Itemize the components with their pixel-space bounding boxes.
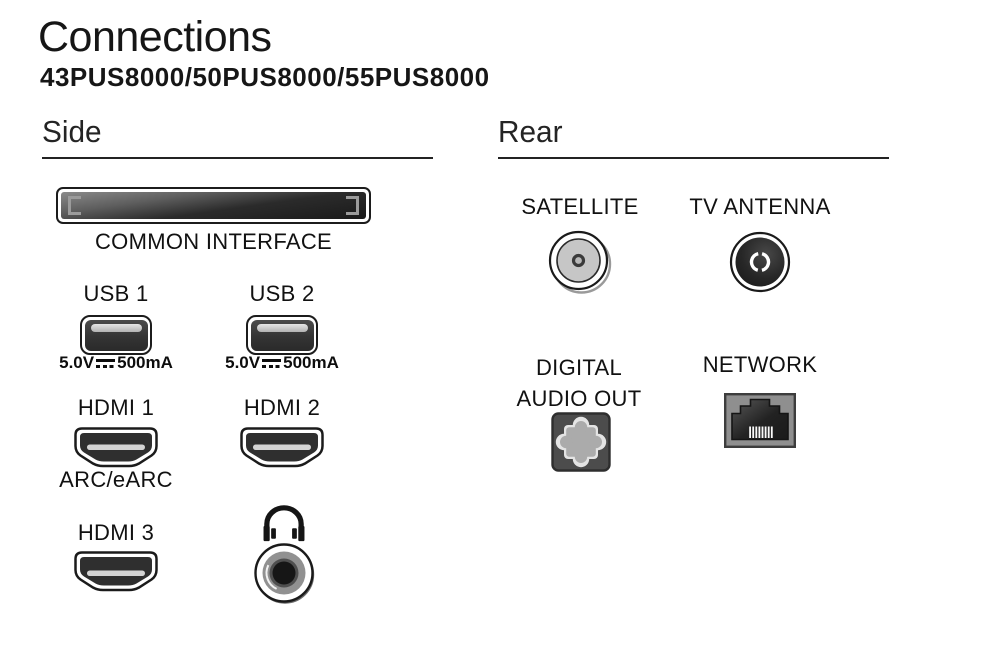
- hdmi3-label: HDMI 3: [77, 520, 155, 545]
- usb1-port-slot: [90, 323, 142, 332]
- hdmi3-port-icon: [74, 551, 158, 592]
- tv-antenna-connector-icon: [729, 231, 791, 293]
- hdmi2-label: HDMI 2: [243, 395, 321, 420]
- model-numbers: 43PUS8000/50PUS8000/55PUS8000: [40, 62, 490, 92]
- tv-antenna-label: TV ANTENNA: [689, 194, 831, 219]
- hdmi1-port-icon: [74, 427, 158, 468]
- common-interface-label: COMMON INTERFACE: [94, 229, 333, 254]
- digital-audio-out-label: DIGITAL AUDIO OUT: [506, 352, 652, 414]
- rear-section-heading: Rear: [498, 114, 563, 149]
- hdmi1-label: HDMI 1: [77, 395, 155, 420]
- usb1-power-current: 500mA: [117, 353, 173, 372]
- digital-audio-out-label-line2: AUDIO OUT: [516, 386, 642, 411]
- network-label: NETWORK: [702, 352, 818, 377]
- ethernet-port-icon: [724, 393, 796, 448]
- headphone-jack-icon: [254, 543, 315, 604]
- digital-audio-out-label-line1: DIGITAL: [535, 355, 623, 380]
- headphones-icon: [263, 505, 305, 542]
- usb2-port-icon: [246, 315, 318, 355]
- usb2-power-voltage: 5.0V: [225, 353, 261, 372]
- usb2-power-current: 500mA: [283, 353, 339, 372]
- common-interface-slot-opening: [61, 192, 366, 219]
- usb2-power-rating: 5.0V 500mA: [211, 353, 353, 373]
- rear-section-divider: [498, 157, 889, 159]
- side-section-heading: Side: [42, 114, 102, 149]
- optical-audio-port-icon: [551, 412, 611, 472]
- usb2-port-body: [250, 319, 314, 351]
- hdmi1-arc-sublabel: ARC/eARC: [59, 467, 173, 492]
- ci-right-bracket-icon: [346, 196, 359, 215]
- usb1-port-icon: [80, 315, 152, 355]
- usb2-label: USB 2: [249, 281, 315, 306]
- satellite-label: SATELLITE: [521, 194, 639, 219]
- satellite-connector-icon: [548, 230, 612, 294]
- usb1-port-body: [84, 319, 148, 351]
- dc-symbol-icon: [261, 356, 282, 371]
- usb1-power-voltage: 5.0V: [59, 353, 95, 372]
- common-interface-slot-icon: [56, 187, 371, 224]
- side-section-divider: [42, 157, 433, 159]
- usb1-power-rating: 5.0V 500mA: [45, 353, 187, 373]
- dc-symbol-icon: [95, 356, 116, 371]
- hdmi2-port-icon: [240, 427, 324, 468]
- page-title: Connections: [38, 13, 272, 61]
- ci-left-bracket-icon: [68, 196, 81, 215]
- usb2-port-slot: [256, 323, 308, 332]
- usb1-label: USB 1: [83, 281, 149, 306]
